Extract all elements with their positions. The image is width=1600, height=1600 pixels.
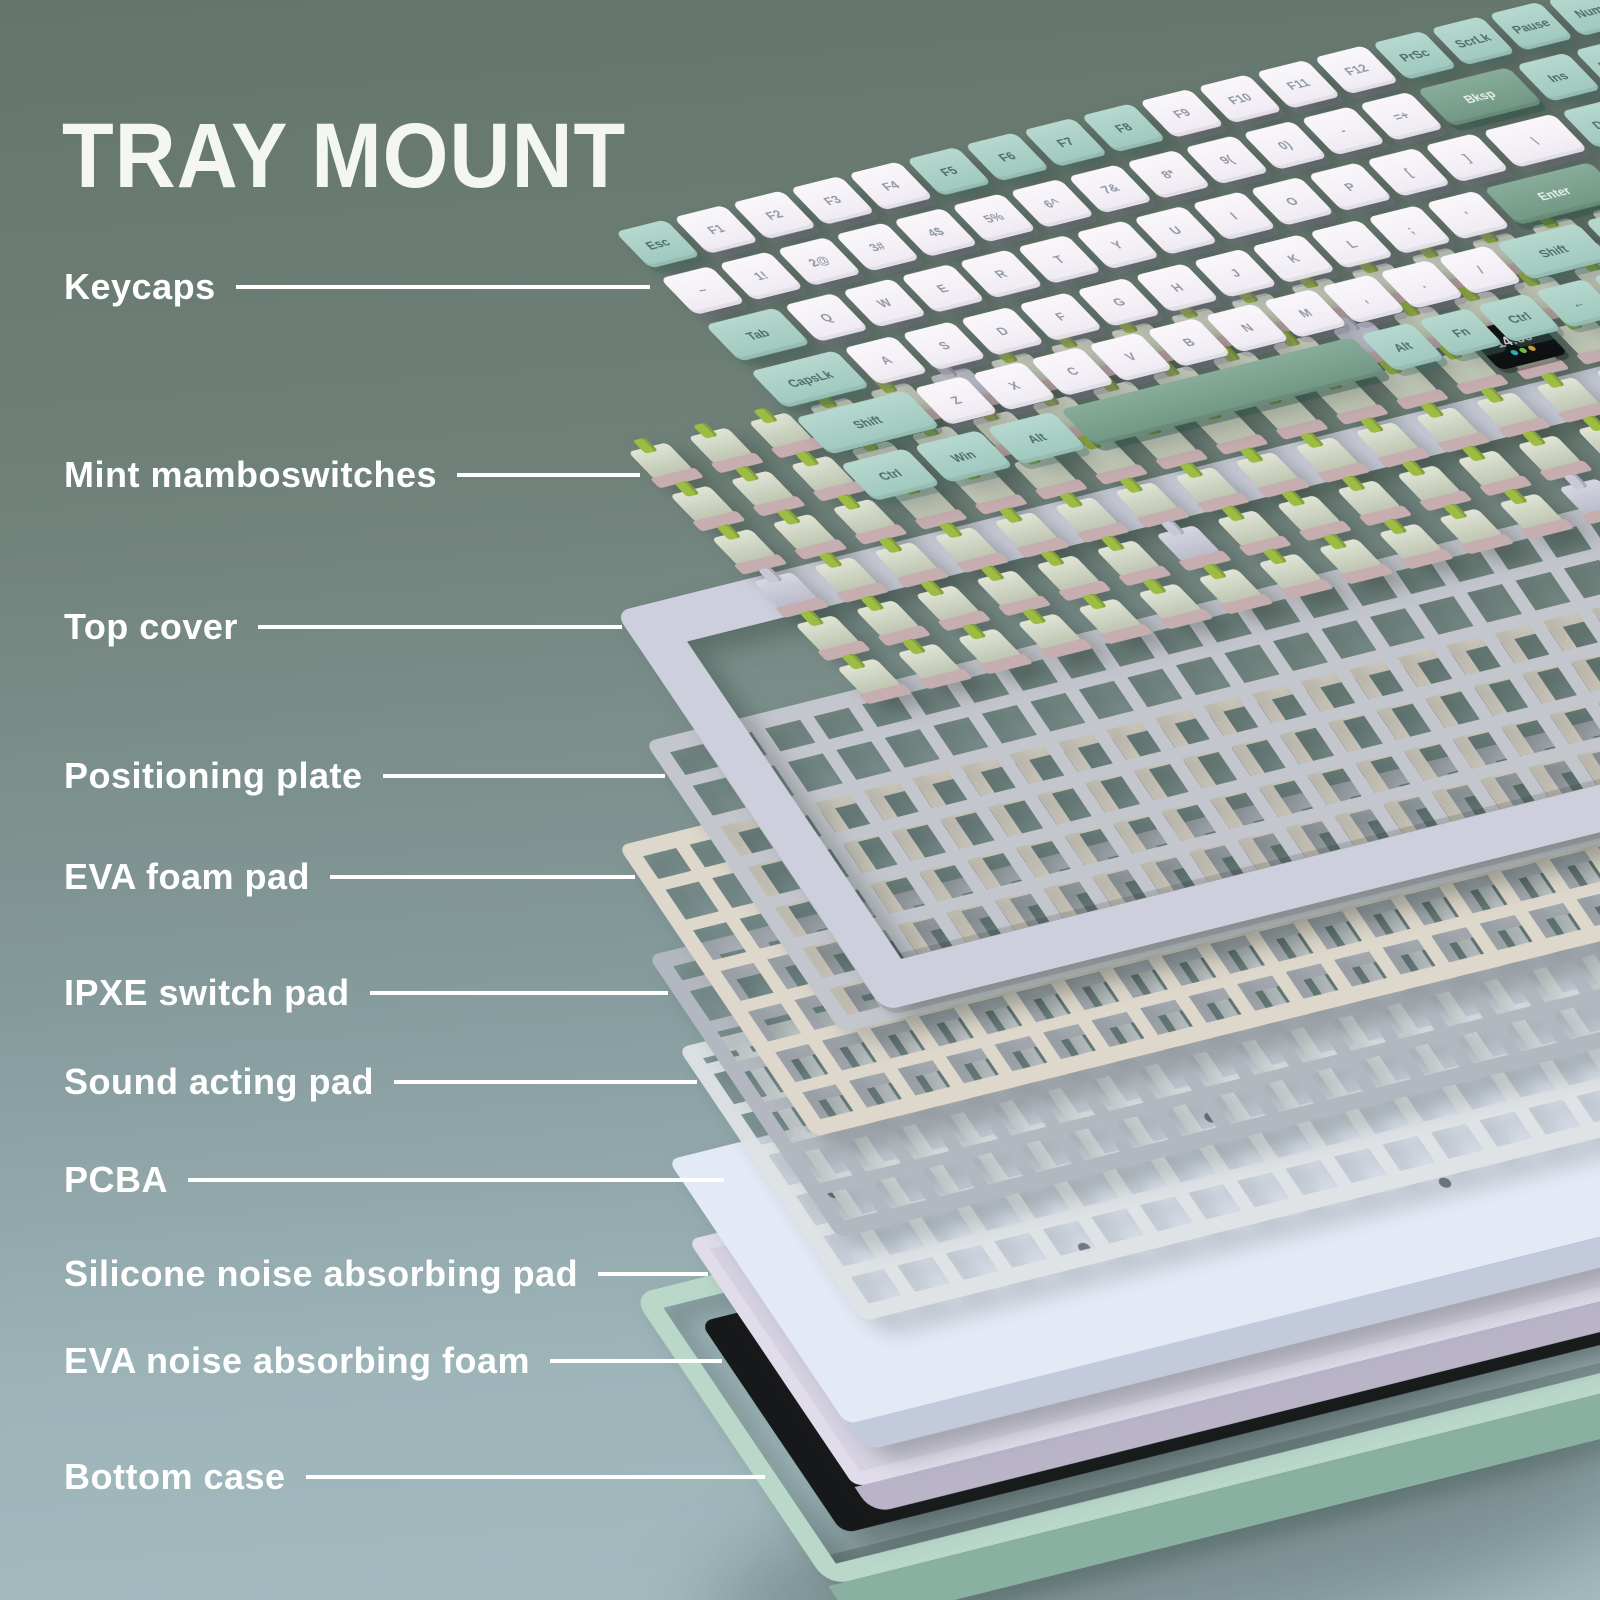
switch [771,513,838,552]
switch [933,526,1000,565]
switch [896,643,963,682]
switch [854,600,922,639]
switch [1234,451,1301,490]
leader-line [550,1359,722,1363]
callout-top-cover: Top cover [64,603,622,651]
switch [1377,523,1445,562]
switch [1317,538,1384,577]
callout-label: EVA foam pad [64,856,311,897]
switch [729,470,796,509]
leader-line [188,1178,724,1182]
switch [1137,583,1204,622]
switch [1354,421,1421,460]
switch [956,628,1023,667]
callout-label: Mint mamboswitches [64,454,438,495]
switch [669,485,736,524]
switch [1516,435,1583,474]
callout-sound-acting-pad: Sound acting pad [64,1058,697,1106]
stabilizer [1155,525,1222,564]
callout-label: Top cover [64,606,238,647]
switch [1035,555,1102,594]
switch [1095,540,1162,579]
leader-line [598,1272,708,1276]
switch [1498,493,1565,532]
callout-label: Sound acting pad [64,1061,374,1102]
keycap: Bksp [1416,67,1543,127]
switch [1414,406,1481,445]
switch [1017,613,1084,652]
leader-line [257,625,622,629]
switch [1114,481,1181,520]
switch [688,427,755,466]
switch [1215,510,1283,549]
callout-label: Silicone noise absorbing pad [64,1253,579,1294]
switch [1257,553,1324,592]
switch [711,528,778,567]
switch [1475,391,1542,430]
stabilizer [1558,478,1600,517]
callout-silicone-pad: Silicone noise absorbing pad [64,1250,708,1298]
switch [1535,376,1600,415]
leader-line [330,875,635,879]
switch [915,585,982,624]
page-title: TRAY MOUNT [62,104,627,207]
switch [813,556,880,595]
switch [1438,508,1505,547]
callout-mint-mamboswitches: Mint mamboswitches [64,451,640,499]
switch [993,511,1060,550]
callout-eva-noise-foam: EVA noise absorbing foam [64,1337,722,1385]
callout-label: Positioning plate [64,755,363,796]
switch [1595,361,1600,400]
leader-line [369,991,668,995]
switch [1197,568,1264,607]
leader-line [394,1080,697,1084]
callout-ipxe-switch-pad: IPXE switch pad [64,969,668,1017]
switch [1456,450,1523,489]
switch [975,570,1042,609]
switch [873,541,940,580]
leader-line [457,473,640,477]
callout-label: Keycaps [64,266,216,307]
callout-pcba: PCBA [64,1156,724,1204]
switch [1294,436,1361,475]
leader-line [235,285,650,289]
callout-label: IPXE switch pad [64,972,350,1013]
switch [1396,465,1463,504]
callout-eva-foam-pad: EVA foam pad [64,853,635,901]
leader-line [382,774,665,778]
callout-keycaps: Keycaps [64,263,650,311]
leader-line [305,1475,765,1479]
switch [1336,480,1403,519]
callout-positioning-plate: Positioning plate [64,752,665,800]
switch [1174,466,1241,505]
callout-label: Bottom case [64,1456,286,1497]
callout-bottom-case: Bottom case [64,1453,765,1501]
switch [1576,420,1600,459]
switch [1053,496,1121,535]
callout-label: EVA noise absorbing foam [64,1340,531,1381]
switch [1276,495,1343,534]
switch [1077,598,1144,637]
callout-label: PCBA [64,1159,169,1200]
